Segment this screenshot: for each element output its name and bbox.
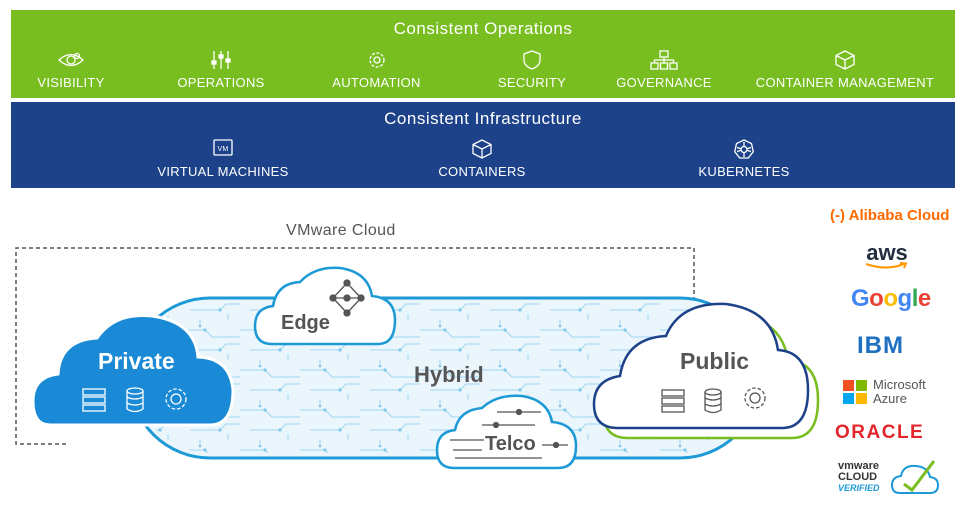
infrastructure-band: Consistent Infrastructure VM VIRTUAL MAC… — [11, 102, 955, 188]
governance-item: GOVERNANCE — [609, 50, 719, 90]
cube-icon — [422, 139, 542, 159]
microsoft-text: Microsoft — [873, 377, 926, 392]
ibm-logo: IBM — [857, 332, 904, 359]
hybrid-label: Hybrid — [414, 362, 484, 387]
aws-smile-icon — [865, 262, 908, 269]
virtual-machines-item: VM VIRTUAL MACHINES — [148, 139, 298, 179]
kubernetes-item: KUBERNETES — [684, 139, 804, 179]
vmware-cloud-boundary — [15, 247, 695, 445]
infrastructure-title: Consistent Infrastructure — [384, 109, 582, 128]
edge-label: Edge — [281, 312, 330, 334]
governance-label: GOVERNANCE — [616, 75, 712, 90]
server-icon — [661, 389, 685, 413]
public-label: Public — [680, 348, 750, 374]
aws-logo: aws — [864, 240, 910, 270]
vm-icon: VM — [148, 139, 298, 159]
operations-band: Consistent Operations VISIBILITY OPERATI… — [11, 10, 955, 98]
operations-label: OPERATIONS — [177, 75, 265, 90]
vmware-cloud-verified-logo: vmware CLOUD VERIFIED — [838, 457, 943, 502]
vmware-text: vmware — [838, 460, 879, 472]
google-logo: Google — [851, 285, 931, 312]
shield-icon — [487, 50, 577, 70]
database-icon — [704, 388, 722, 414]
verified-cloud-icon — [890, 460, 940, 494]
cube-icon — [745, 50, 945, 70]
microsoft-azure-logo: Microsoft Azure — [843, 378, 943, 408]
containers-label: CONTAINERS — [438, 164, 526, 179]
gear-icon — [324, 50, 429, 70]
alibaba-mark: (-) — [830, 207, 845, 224]
telco-cloud — [435, 394, 578, 470]
telco-label: Telco — [485, 433, 536, 455]
hierarchy-icon — [609, 50, 719, 70]
security-item: SECURITY — [487, 50, 577, 90]
vmware-cloud-label: VMware Cloud — [286, 222, 396, 239]
svg-text:VM: VM — [217, 146, 228, 153]
azure-text: Azure — [873, 391, 907, 406]
private-cloud — [31, 313, 235, 427]
edge-cloud — [253, 266, 397, 346]
alibaba-cloud-text: Alibaba Cloud — [848, 207, 950, 224]
container-management-item: CONTAINER MANAGEMENT — [745, 50, 945, 90]
kubernetes-icon — [684, 139, 804, 159]
verified-text: VERIFIED — [838, 483, 880, 493]
containers-item: CONTAINERS — [422, 139, 542, 179]
visibility-label: VISIBILITY — [37, 75, 105, 90]
gear-icon — [744, 387, 766, 409]
private-label: Private — [98, 348, 175, 374]
cloud-text: CLOUD — [838, 471, 878, 483]
virtual-machines-label: VIRTUAL MACHINES — [157, 164, 289, 179]
circuit-icon — [450, 408, 568, 459]
automation-item: AUTOMATION — [324, 50, 429, 90]
container-management-label: CONTAINER MANAGEMENT — [755, 75, 935, 90]
operations-title: Consistent Operations — [393, 19, 573, 38]
database-icon — [126, 387, 144, 413]
gear-icon — [165, 388, 187, 410]
automation-label: AUTOMATION — [332, 75, 421, 90]
oracle-logo: ORACLE — [835, 422, 925, 443]
server-icon — [82, 388, 106, 412]
aws-text: aws — [866, 240, 908, 265]
operations-item: OPERATIONS — [171, 50, 271, 90]
security-label: SECURITY — [497, 75, 567, 90]
network-icon — [329, 279, 365, 317]
eye-icon — [31, 50, 111, 70]
kubernetes-label: KUBERNETES — [698, 164, 790, 179]
alibaba-cloud-logo: (-) Alibaba Cloud — [830, 207, 949, 224]
sliders-icon — [171, 50, 271, 70]
visibility-item: VISIBILITY — [31, 50, 111, 90]
public-cloud — [592, 302, 820, 440]
microsoft-squares-icon — [843, 380, 867, 404]
